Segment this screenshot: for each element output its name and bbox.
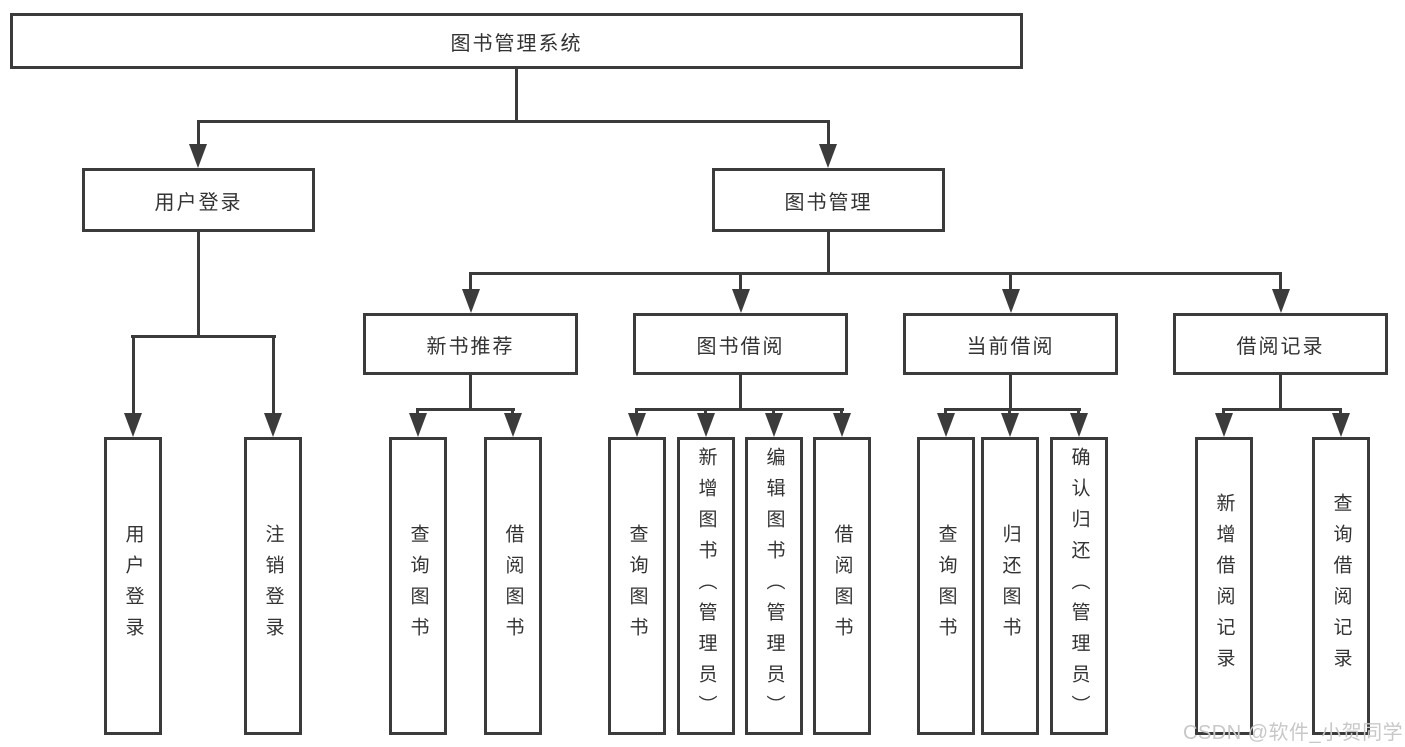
leaf-label: 新增图书（管理员） <box>695 446 717 726</box>
connector-branch <box>417 408 515 411</box>
leaf-return-books: 归还图书 <box>981 437 1039 735</box>
arrow-down-icon <box>409 413 427 437</box>
connector-stem <box>704 408 707 415</box>
connector-user-login-branch <box>131 335 276 338</box>
connector-stem <box>1009 375 1012 411</box>
node-label: 用户登录 <box>154 191 243 214</box>
arrow-down-icon <box>1001 413 1019 437</box>
leaf-confirm-return-admin: 确认归还（管理员） <box>1050 437 1108 735</box>
arrow-down-icon <box>1070 413 1088 437</box>
connector-branch <box>945 408 1081 411</box>
leaf-label: 查询图书 <box>935 524 957 648</box>
node-label: 图书借阅 <box>696 335 785 358</box>
leaf-label: 用户登录 <box>122 524 144 648</box>
node-label: 借阅记录 <box>1236 335 1325 358</box>
arrow-down-icon <box>462 289 480 313</box>
connector-stem <box>1008 408 1011 415</box>
connector-root-stem <box>515 69 518 123</box>
leaf-label: 查询借阅记录 <box>1330 493 1352 679</box>
connector-stem <box>739 375 742 411</box>
arrow-down-icon <box>937 413 955 437</box>
leaf-borrow-books: 借阅图书 <box>813 437 871 735</box>
leaf-query-books-borrow: 查询图书 <box>608 437 666 735</box>
node-label: 新书推荐 <box>426 335 515 358</box>
leaf-query-borrow-record: 查询借阅记录 <box>1312 437 1370 735</box>
leaf-label: 查询图书 <box>626 524 648 648</box>
node-label: 当前借阅 <box>966 335 1055 358</box>
watermark: CSDN @软件_小贺同学 <box>1183 722 1404 744</box>
arrow-down-icon <box>697 413 715 437</box>
leaf-user-login: 用户登录 <box>104 437 162 735</box>
connector-stem <box>772 408 775 415</box>
leaf-add-borrow-record: 新增借阅记录 <box>1195 437 1253 735</box>
leaf-query-books-current: 查询图书 <box>917 437 975 735</box>
leaf-label: 确认归还（管理员） <box>1068 446 1090 726</box>
connector-branch <box>1223 408 1342 411</box>
connector-book-mgmt-stem <box>827 232 830 275</box>
connector-stem <box>1279 375 1282 411</box>
leaf-label: 借阅图书 <box>502 524 524 648</box>
connector-stem <box>197 120 200 146</box>
connector-stem <box>1077 408 1080 415</box>
node-borrow-records: 借阅记录 <box>1173 313 1388 375</box>
node-new-book-recommend: 新书推荐 <box>363 313 578 375</box>
node-library-management-system: 图书管理系统 <box>10 13 1023 69</box>
connector-stem <box>840 408 843 415</box>
arrow-down-icon <box>765 413 783 437</box>
arrow-down-icon <box>819 144 837 168</box>
node-current-borrow: 当前借阅 <box>903 313 1118 375</box>
connector-stem <box>827 120 830 146</box>
arrow-down-icon <box>833 413 851 437</box>
leaf-label: 归还图书 <box>999 524 1021 648</box>
connector-stem <box>511 408 514 415</box>
node-label: 图书管理 <box>784 191 873 214</box>
leaf-label: 查询图书 <box>407 524 429 648</box>
leaf-label: 编辑图书（管理员） <box>763 446 785 726</box>
arrow-down-icon <box>628 413 646 437</box>
connector-stem <box>1222 408 1225 415</box>
connector-stem <box>739 272 742 291</box>
leaf-query-books-recommend: 查询图书 <box>389 437 447 735</box>
leaf-borrow-books-recommend: 借阅图书 <box>484 437 542 735</box>
arrow-down-icon <box>1272 289 1290 313</box>
arrow-down-icon <box>1002 289 1020 313</box>
connector-stem <box>1009 272 1012 291</box>
connector-branch <box>636 408 844 411</box>
arrow-down-icon <box>124 413 142 437</box>
node-book-management: 图书管理 <box>712 168 945 232</box>
leaf-logout-login: 注销登录 <box>244 437 302 735</box>
connector-stem <box>416 408 419 415</box>
leaf-label: 借阅图书 <box>831 524 853 648</box>
connector-stem <box>635 408 638 415</box>
arrow-down-icon <box>1332 413 1350 437</box>
connector-stem <box>272 335 275 415</box>
node-book-borrow: 图书借阅 <box>633 313 848 375</box>
node-label: 图书管理系统 <box>450 32 583 55</box>
connector-stem <box>1279 272 1282 291</box>
connector-stem <box>469 375 472 411</box>
leaf-edit-books-admin: 编辑图书（管理员） <box>745 437 803 735</box>
connector-stem <box>944 408 947 415</box>
leaf-add-books-admin: 新增图书（管理员） <box>677 437 735 735</box>
connector-stem <box>1339 408 1342 415</box>
leaf-label: 新增借阅记录 <box>1213 493 1235 679</box>
leaf-label: 注销登录 <box>262 524 284 648</box>
arrow-down-icon <box>264 413 282 437</box>
connector-stem <box>469 272 472 291</box>
connector-stem <box>132 335 135 415</box>
node-user-login: 用户登录 <box>82 168 315 232</box>
arrow-down-icon <box>504 413 522 437</box>
arrow-down-icon <box>1215 413 1233 437</box>
arrow-down-icon <box>732 289 750 313</box>
connector-book-mgmt-branch <box>469 272 1282 275</box>
connector-user-login-stem <box>197 232 200 338</box>
arrow-down-icon <box>189 144 207 168</box>
connector-root-branch <box>197 120 830 123</box>
